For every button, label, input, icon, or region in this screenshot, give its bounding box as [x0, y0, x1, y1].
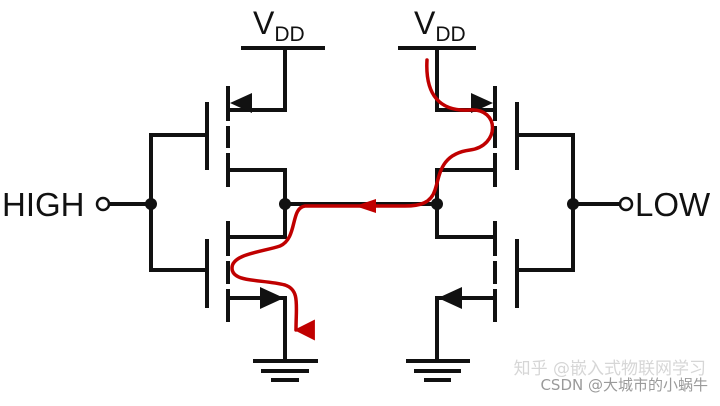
left-nmos — [205, 201, 287, 362]
left-vdd-label: VDD — [253, 5, 305, 46]
right-vdd-label: VDD — [414, 5, 466, 46]
left-pmos-arrow — [230, 93, 252, 113]
right-inverter — [398, 46, 621, 382]
right-nmos-arrow — [438, 287, 462, 309]
current-path — [230, 58, 495, 341]
left-gate-junction — [145, 198, 157, 210]
input-label-high: HIGH — [2, 186, 85, 223]
zhihu-watermark: 知乎 @嵌入式物联网学习 — [513, 359, 706, 379]
right-nmos — [435, 201, 519, 362]
left-inverter — [108, 46, 325, 382]
csdn-watermark: CSDN @大城市的小蜗牛 — [540, 376, 708, 394]
right-pmos-arrow — [471, 93, 493, 113]
right-input-terminal — [618, 196, 634, 212]
left-ground — [253, 359, 318, 382]
right-ground — [406, 359, 470, 382]
left-nmos-arrow — [260, 287, 284, 309]
right-gate-junction — [567, 198, 579, 210]
left-input-terminal — [95, 196, 111, 212]
current-direction-arrow — [355, 199, 376, 213]
input-label-low: LOW — [635, 186, 711, 223]
